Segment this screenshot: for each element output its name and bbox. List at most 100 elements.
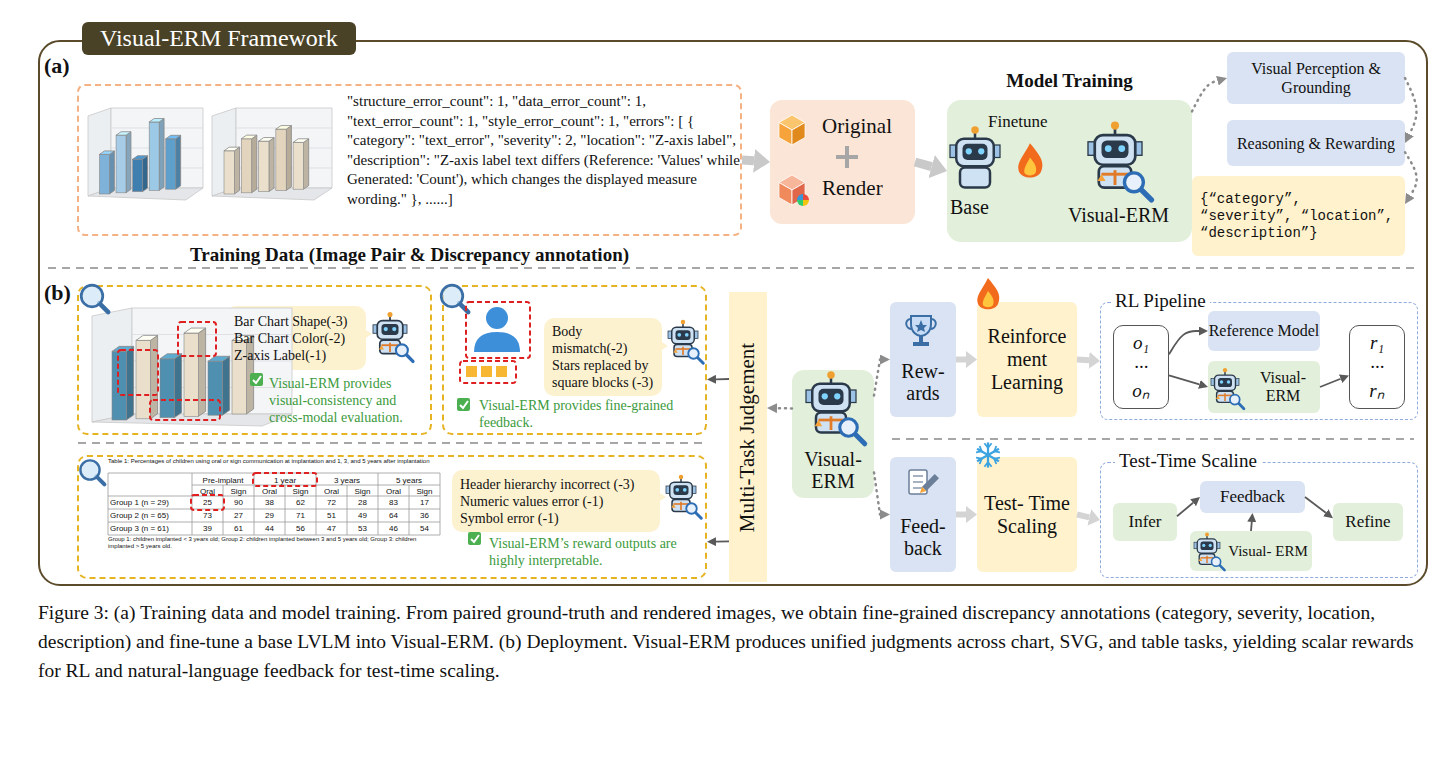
node-text: r₁	[1370, 331, 1384, 355]
node-text: Infer	[1128, 512, 1161, 532]
flame-inner	[983, 291, 994, 307]
table-grid	[108, 473, 440, 535]
pipeline-panel: RL Pipelineo₁···oₙReference ModelVisual-…	[1100, 302, 1418, 420]
reward-stack: r₁···rₙ	[1349, 325, 1405, 409]
cube-face	[779, 183, 792, 206]
connector-arrow	[1405, 152, 1417, 195]
bar-front	[136, 340, 150, 418]
robot-head	[1197, 539, 1217, 553]
bar-front	[184, 333, 198, 416]
snowflake-arm	[975, 446, 1000, 465]
bar-top	[133, 156, 148, 159]
table-cell: 46	[378, 523, 409, 534]
bar-top	[100, 151, 115, 154]
robot-icon	[373, 312, 413, 361]
label-text: (a)	[44, 53, 70, 79]
table-cell: Group 3 (n = 61)	[110, 523, 192, 534]
robot-face	[382, 324, 399, 335]
connector-arrow	[1169, 331, 1199, 354]
node-text: Training Data (Image Pair & Discrepancy …	[79, 244, 740, 266]
node-text: Bar Chart Shape(-3)	[234, 313, 348, 330]
bar-front	[112, 351, 126, 420]
antenna-tip	[1205, 532, 1209, 536]
bar-side	[174, 354, 181, 418]
connector-arrow	[1405, 78, 1416, 134]
connector-arrow	[1305, 497, 1326, 513]
table-cell: 61	[223, 523, 254, 534]
connector-arrow	[716, 378, 729, 380]
table-cell: 44	[254, 523, 285, 534]
check-icon	[468, 532, 481, 545]
node-text: Reasoning & Rewarding	[1237, 134, 1395, 153]
node-text: Header hierarchy incorrect (-3)	[460, 476, 635, 493]
scale-pan	[1216, 395, 1220, 399]
snowflake-branch	[976, 455, 983, 463]
table-cell: Oral	[254, 486, 285, 497]
feedback-bubble: Header hierarchy incorrect (-3)Numeric v…	[452, 470, 660, 532]
cube-icon	[779, 175, 805, 205]
robot-face	[1218, 378, 1232, 387]
bar-front	[224, 151, 234, 194]
node-text: Visual-ERM provides fine-grained feedbac…	[479, 397, 704, 431]
step-box: Refine	[1333, 503, 1403, 541]
connector-arrow	[956, 357, 966, 363]
connector-arrow	[777, 407, 792, 410]
snowflake-icon	[975, 442, 1000, 467]
node-text: Test-Time Scaline	[1115, 450, 1261, 472]
magnifier-icon	[441, 285, 468, 312]
node-text: Body mismatch(-2)	[552, 323, 654, 357]
scale-pan	[1199, 558, 1203, 561]
trophy-base	[913, 342, 929, 346]
node-text: Visual-ERM’s reward outputs are highly i…	[489, 535, 701, 569]
node-text: Reference Model	[1209, 322, 1320, 340]
check-box	[468, 532, 481, 545]
robot-eye	[1220, 380, 1224, 384]
square-block	[496, 366, 507, 377]
square-block	[481, 366, 492, 377]
plus-bar	[845, 146, 849, 168]
bar-top	[116, 132, 131, 135]
snowflake-arm	[975, 446, 1000, 465]
feedback-bubble: Bar Chart Shape(-3)Bar Chart Color(-2)Z-…	[226, 306, 366, 370]
bar-side	[252, 135, 257, 193]
antenna-tip	[971, 126, 979, 134]
bar-top	[232, 335, 254, 340]
step-box: Feedback	[1200, 481, 1305, 513]
snowflake-stroke	[977, 449, 999, 462]
flame-inner	[1024, 158, 1036, 176]
label-text: Visual-ERM	[1068, 204, 1169, 227]
magnifier-lens	[81, 285, 103, 307]
magnifier-lens	[396, 344, 408, 356]
bar-side	[150, 335, 157, 418]
bar-chart-3d	[212, 108, 332, 200]
table-cell: 51	[316, 510, 347, 521]
process-box: Test- Time Scaling	[977, 457, 1077, 572]
bar-side	[198, 328, 205, 416]
connector-arrow	[956, 512, 966, 518]
plus-sign	[836, 146, 858, 168]
robot-face	[963, 144, 988, 160]
bubble-tail	[361, 327, 372, 341]
bar-top	[276, 126, 292, 130]
wheel-wedge	[803, 200, 809, 206]
feedback-bubble: Body mismatch(-2)Stars replaced by squar…	[544, 318, 662, 396]
magnifier-handle	[1238, 403, 1244, 409]
bar-front	[116, 135, 126, 193]
robot-icon	[1088, 122, 1151, 200]
pencil-body	[922, 474, 939, 491]
node-text: Visual- ERM	[1228, 543, 1308, 560]
table-cell: 56	[285, 523, 316, 534]
check-mark	[253, 376, 261, 383]
bar-side	[303, 139, 308, 189]
table-cell: 72	[316, 497, 347, 508]
error-highlight	[253, 473, 317, 486]
snowflake-branch	[984, 462, 991, 467]
bar-side	[176, 135, 181, 189]
robot-head	[377, 321, 403, 340]
robot-eye	[834, 393, 840, 399]
bar-top	[241, 135, 257, 139]
robot-icon	[950, 126, 1000, 187]
table-cell: Oral	[192, 486, 223, 497]
output-stack: o₁···oₙ	[1113, 325, 1169, 409]
robot-eye	[677, 333, 681, 337]
